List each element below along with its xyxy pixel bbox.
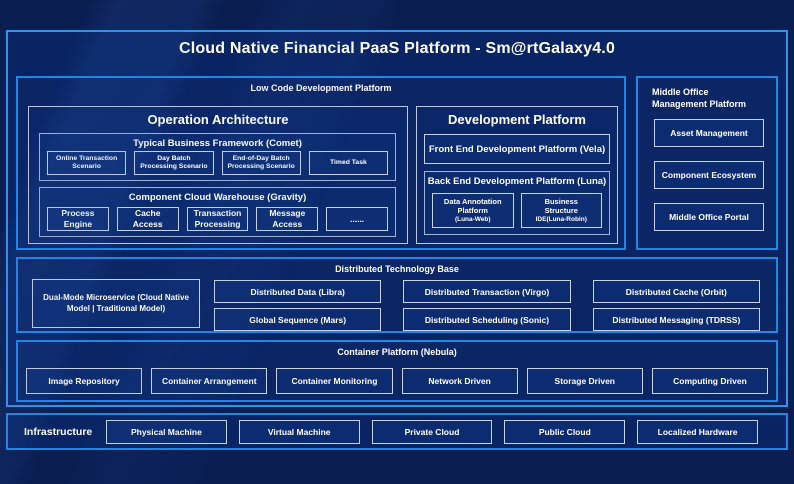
- container-arrangement-box: Container Arrangement: [151, 368, 268, 394]
- private-cloud-box: Private Cloud: [371, 419, 493, 444]
- comet-item: Timed Task: [308, 151, 388, 175]
- low-code-label: Low Code Development Platform: [250, 83, 392, 93]
- distributed-data-box: Distributed Data (Libra): [214, 280, 382, 303]
- network-driven-box: Network Driven: [401, 368, 518, 394]
- distributed-label: Distributed Technology Base: [335, 264, 459, 274]
- data-annotation-platform-box: Data Annotation Platform (Luna-Web): [432, 193, 514, 228]
- component-cloud-warehouse-box: Component Cloud Warehouse (Gravity) Proc…: [39, 187, 396, 237]
- public-cloud-box: Public Cloud: [504, 419, 626, 444]
- infrastructure-section: Infrastructure Physical Machine Virtual …: [6, 413, 788, 450]
- middle-office-portal-box: Middle Office Portal: [654, 203, 764, 231]
- main-panel: Cloud Native Financial PaaS Platform - S…: [6, 30, 788, 407]
- comet-item-row: Online Transaction Scenario Day Batch Pr…: [47, 151, 388, 175]
- container-monitoring-box: Container Monitoring: [276, 368, 393, 394]
- business-structure-ide-box: Business Structure IDE(Luna-Robin): [520, 193, 602, 228]
- container-platform-section: Container Platform (Nebula) Image Reposi…: [16, 340, 778, 402]
- localized-hardware-box: Localized Hardware: [637, 419, 758, 444]
- luna-item-name: Business Structure: [544, 197, 578, 216]
- luna-item-name: Data Annotation Platform: [443, 197, 502, 216]
- gravity-title: Component Cloud Warehouse (Gravity): [128, 192, 307, 203]
- global-sequence-box: Global Sequence (Mars): [214, 308, 382, 331]
- back-end-title: Back End Development Platform (Luna): [427, 176, 607, 187]
- infrastructure-label: Infrastructure: [24, 425, 93, 438]
- distributed-transaction-box: Distributed Transaction (Virgo): [403, 280, 571, 303]
- middle-office-label: Middle Office Management Platform: [652, 87, 747, 109]
- comet-item: End-of-Day Batch Processing Scenario: [221, 151, 301, 175]
- gravity-item-ellipsis: ......: [326, 207, 388, 231]
- gravity-item: Process Engine: [47, 207, 109, 231]
- comet-item: Online Transaction Scenario: [47, 151, 127, 175]
- virtual-machine-box: Virtual Machine: [238, 419, 360, 444]
- back-end-development-platform-box: Back End Development Platform (Luna) Dat…: [424, 171, 610, 235]
- computing-driven-box: Computing Driven: [651, 368, 769, 394]
- asset-management-box: Asset Management: [654, 119, 764, 147]
- dual-mode-microservice-box: Dual-Mode Microservice (Cloud Native Mod…: [32, 279, 200, 328]
- typical-business-framework-box: Typical Business Framework (Comet) Onlin…: [39, 133, 396, 181]
- component-ecosystem-box: Component Ecosystem: [654, 161, 764, 189]
- distributed-messaging-box: Distributed Messaging (TDRSS): [592, 308, 760, 331]
- gravity-item: Message Access: [256, 207, 319, 231]
- low-code-development-platform-section: Low Code Development Platform Operation …: [16, 76, 626, 250]
- comet-item: Day Batch Processing Scenario: [134, 151, 214, 175]
- development-platform-box: Development Platform Front End Developme…: [416, 106, 618, 244]
- distributed-grid: Distributed Data (Libra) Distributed Tra…: [214, 280, 760, 331]
- container-platform-label: Container Platform (Nebula): [337, 347, 457, 357]
- development-platform-title: Development Platform: [448, 112, 586, 127]
- distributed-technology-base-section: Distributed Technology Base Dual-Mode Mi…: [16, 257, 778, 333]
- storage-driven-box: Storage Driven: [526, 368, 643, 394]
- gravity-item-row: Process Engine Cache Access Transaction …: [47, 207, 388, 231]
- physical-machine-box: Physical Machine: [106, 419, 227, 444]
- image-repository-box: Image Repository: [26, 368, 143, 394]
- page-title: Cloud Native Financial PaaS Platform - S…: [178, 40, 616, 57]
- operation-architecture-box: Operation Architecture Typical Business …: [28, 106, 408, 244]
- distributed-cache-box: Distributed Cache (Orbit): [592, 280, 760, 303]
- gravity-item: Cache Access: [116, 207, 179, 231]
- container-platform-row: Image Repository Container Arrangement C…: [26, 368, 769, 394]
- middle-office-management-platform-section: Middle Office Management Platform Asset …: [636, 76, 778, 250]
- gravity-item: Transaction Processing: [186, 207, 249, 231]
- operation-architecture-title: Operation Architecture: [147, 112, 289, 127]
- distributed-scheduling-box: Distributed Scheduling (Sonic): [403, 308, 571, 331]
- luna-item-sub: IDE(Luna-Robin): [535, 215, 587, 223]
- back-end-item-row: Data Annotation Platform (Luna-Web) Busi…: [432, 193, 602, 228]
- front-end-development-platform-box: Front End Development Platform (Vela): [424, 134, 610, 164]
- luna-item-sub: (Luna-Web): [454, 215, 491, 223]
- comet-title: Typical Business Framework (Comet): [133, 138, 302, 149]
